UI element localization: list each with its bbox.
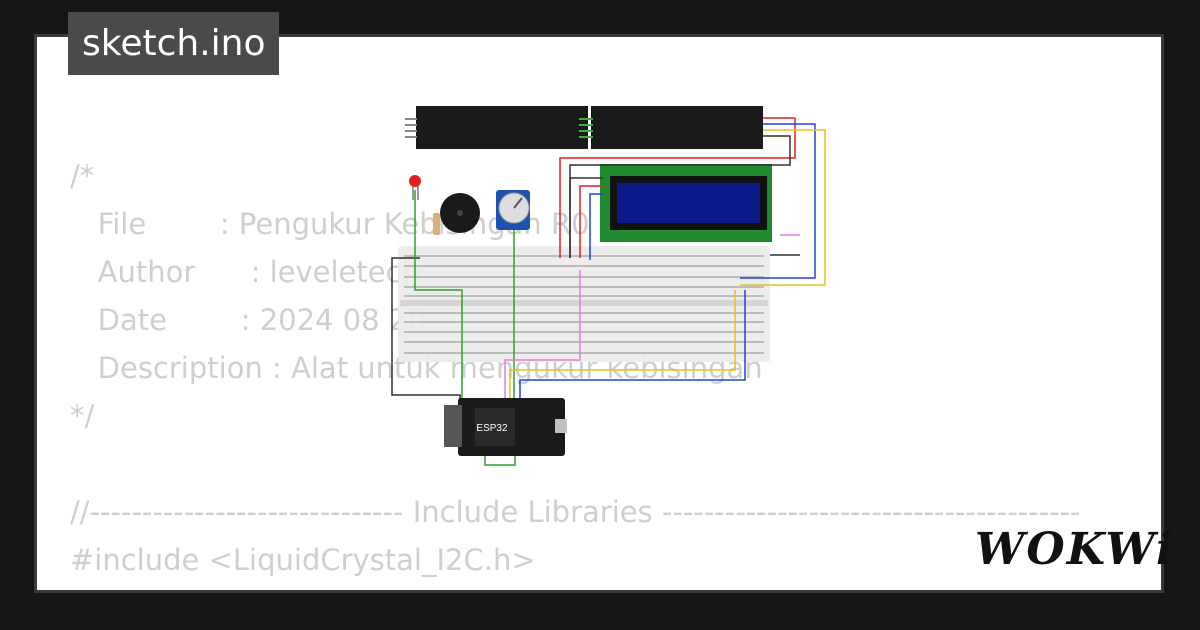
buzzer — [440, 193, 480, 233]
breadboard — [398, 246, 770, 362]
led-matrix-display — [405, 106, 763, 149]
code-line: #include <LiquidCrystal_I2C.h> — [70, 543, 536, 577]
esp32-board: ESP32 — [444, 398, 567, 456]
led — [409, 175, 421, 200]
lcd-display — [600, 164, 772, 242]
file-name-badge: sketch.ino — [68, 12, 280, 75]
code-line: //------------------------------ Include… — [70, 495, 1081, 529]
potentiometer — [496, 190, 530, 230]
code-line: */ — [70, 399, 95, 433]
esp32-label: ESP32 — [476, 423, 508, 434]
code-line: /* — [70, 159, 95, 193]
resistor — [433, 213, 440, 235]
code-line: Author : leveletech — [70, 255, 420, 289]
wokwi-logo: WOKWi — [975, 524, 1175, 575]
code-snippet: /* File : Pengukur Kebisingan R0 Author … — [70, 152, 1081, 590]
